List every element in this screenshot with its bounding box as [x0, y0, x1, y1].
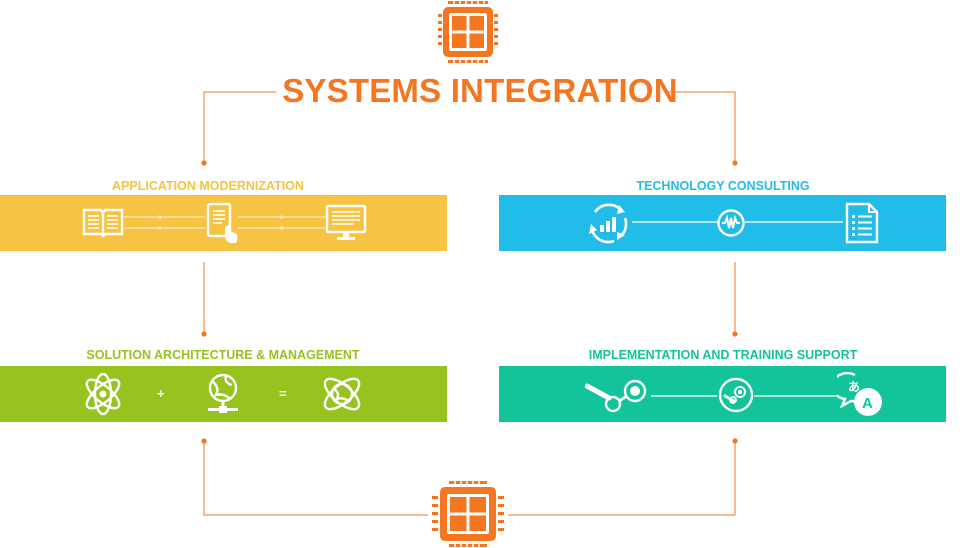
steam-icon — [585, 376, 649, 416]
equals-operator: = — [279, 386, 287, 401]
band-connectors — [632, 221, 843, 223]
band-implementation-training: あ A — [499, 366, 946, 422]
section-label-technology-consulting: TECHNOLOGY CONSULTING — [636, 179, 810, 193]
atom-globe-icon — [318, 370, 366, 418]
svg-text:o: o — [280, 226, 284, 232]
globe-network-icon — [200, 371, 246, 419]
section-label-application-modernization: APPLICATION MODERNIZATION — [112, 179, 304, 193]
svg-text:o: o — [158, 226, 162, 232]
document-list-icon — [844, 201, 880, 245]
plus-operator: + — [157, 386, 165, 401]
section-label-solution-architecture: SOLUTION ARCHITECTURE & MANAGEMENT — [86, 348, 360, 362]
chart-cycle-icon — [585, 200, 631, 246]
chip-icon-bottom — [430, 480, 506, 548]
monitor-icon — [325, 203, 367, 243]
waveform-icon — [716, 208, 746, 238]
book-icon — [82, 205, 124, 239]
svg-text:あ: あ — [848, 380, 860, 394]
band-connectors — [651, 395, 837, 397]
translate-chat-icon: あ A — [837, 372, 885, 418]
tablet-touch-icon — [205, 201, 241, 245]
svg-text:o: o — [280, 215, 284, 221]
band-solution-architecture: + = — [0, 366, 447, 422]
svg-text:o: o — [158, 215, 162, 221]
steam-circle-icon — [717, 376, 755, 414]
band-technology-consulting — [499, 195, 946, 251]
svg-text:A: A — [862, 395, 873, 412]
atom-icon — [80, 371, 126, 417]
chip-icon-top — [436, 0, 500, 64]
section-label-implementation-training: IMPLEMENTATION AND TRAINING SUPPORT — [588, 348, 858, 362]
page-title: SYSTEMS INTEGRATION — [282, 72, 678, 109]
